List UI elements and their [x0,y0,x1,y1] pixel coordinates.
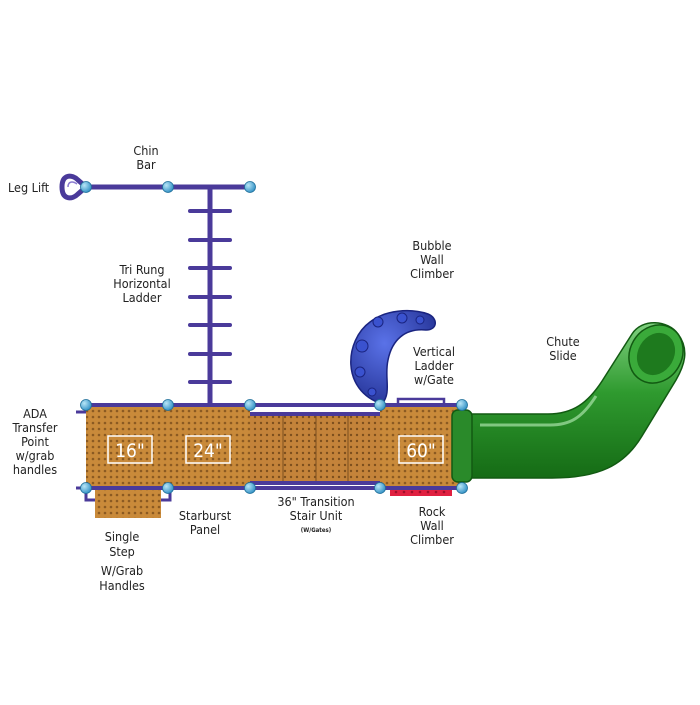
deck-60-label-box [398,435,444,464]
post [456,482,468,494]
label-leg-lift: Leg Lift [8,180,50,195]
deck-24-label-box [185,435,231,464]
label-rock-wall-climber: Rock Wall Climber [410,504,454,547]
frame-rails [86,403,462,490]
deck-24 [168,405,250,488]
label-chute-slide: Chute Slide [546,334,580,363]
chute-slide [451,322,686,483]
svg-text:Point: Point [21,434,49,449]
deck-16 [86,405,170,488]
svg-text:Bubble: Bubble [412,238,451,253]
svg-text:Chute: Chute [546,334,580,349]
svg-text:Chin: Chin [133,143,158,158]
horizontal-ladder-rungs [188,209,232,384]
post [244,399,256,411]
post [80,181,92,193]
svg-text:Vertical: Vertical [413,344,455,359]
label-bubble-wall-climber: Bubble Wall Climber [410,238,454,281]
svg-text:Horizontal: Horizontal [113,276,170,291]
post [244,482,256,494]
svg-text:ADA: ADA [23,406,47,421]
svg-text:Rock: Rock [419,504,446,519]
post [456,399,468,411]
deck-60-label: 60" [406,440,436,462]
svg-text:Panel: Panel [190,522,220,537]
svg-text:w/grab: w/grab [16,448,55,463]
svg-text:W/Grab: W/Grab [101,563,143,578]
post [162,399,174,411]
label-single-step: Single Step W/Grab Handles [99,529,145,593]
deck-16-label: 16" [115,440,145,462]
svg-text:Handles: Handles [99,578,145,593]
svg-text:Stair Unit: Stair Unit [290,508,343,523]
deck-24-label: 24" [193,440,223,462]
bubble-wall-climber [350,309,436,405]
svg-text:Single: Single [105,529,140,544]
svg-text:Step: Step [109,544,135,559]
post [374,399,386,411]
post [80,399,92,411]
rock-wall-climber [390,488,452,496]
post [80,482,92,494]
label-vertical-ladder: Vertical Ladder w/Gate [413,344,455,387]
svg-text:Climber: Climber [410,266,454,281]
deck-structure: 16" 24" 60" [76,397,462,518]
svg-text:Ladder: Ladder [415,358,454,373]
svg-text:handles: handles [13,462,57,477]
label-ada-transfer-point: ADA Transfer Point w/grab handles [11,406,57,477]
svg-text:Transfer: Transfer [11,420,57,435]
svg-text:36" Transition: 36" Transition [277,494,354,509]
svg-text:Wall: Wall [420,518,443,533]
transition-stair-unit [250,412,380,485]
label-tri-rung-ladder: Tri Rung Horizontal Ladder [113,262,170,305]
post [244,181,256,193]
svg-text:Tri Rung: Tri Rung [119,262,165,277]
single-step-platform [95,488,161,518]
deck-60 [380,405,462,488]
svg-text:Slide: Slide [549,348,577,363]
deck-16-label-box [107,435,153,464]
post [374,482,386,494]
label-starburst-panel: Starburst Panel [179,508,232,537]
post [162,482,174,494]
post [162,181,174,193]
svg-text:Starburst: Starburst [179,508,232,523]
svg-text:Climber: Climber [410,532,454,547]
svg-text:(W/Gates): (W/Gates) [301,527,331,534]
svg-text:Bar: Bar [136,157,156,172]
svg-text:Ladder: Ladder [123,290,162,305]
svg-text:Wall: Wall [420,252,443,267]
posts [80,181,468,494]
svg-text:w/Gate: w/Gate [414,372,454,387]
label-chin-bar: Chin Bar [133,143,158,172]
label-transition-stair: 36" Transition Stair Unit (W/Gates) [277,494,354,534]
